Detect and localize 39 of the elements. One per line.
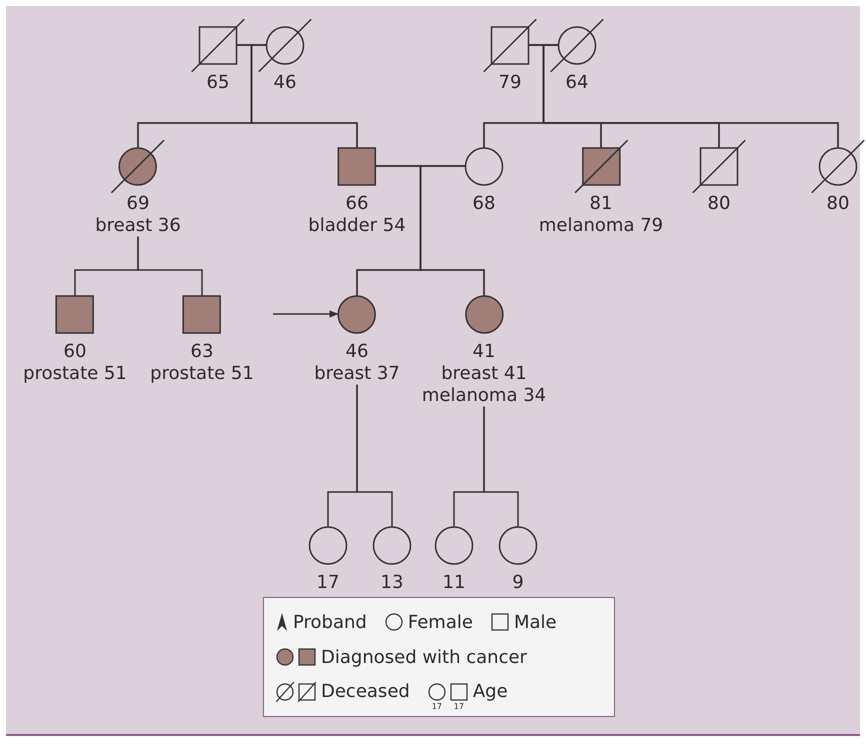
age-example-label: 17: [454, 702, 464, 711]
age-label: 69: [126, 192, 150, 214]
pedigree-line: [420, 165, 485, 296]
age-label: 17: [316, 572, 340, 594]
age-label: 41: [472, 340, 496, 362]
age-example-label: 17: [432, 702, 442, 711]
diagnosis-label: bladder 54: [308, 214, 406, 236]
age-label: 64: [566, 72, 588, 94]
age-label: 79: [498, 72, 522, 94]
age-label: 80: [708, 192, 730, 214]
age-label: 68: [472, 192, 496, 214]
diagnosis-label: melanoma 79: [538, 214, 664, 236]
age-label: 81: [590, 192, 612, 214]
age-label: 46: [274, 72, 296, 94]
age-label: 63: [190, 340, 214, 362]
age-label: 66: [346, 192, 368, 214]
age-label: 46: [346, 340, 368, 362]
legend-label: Diagnosed with cancer: [321, 646, 527, 668]
age-label: 65: [206, 72, 230, 94]
age-label: 13: [380, 572, 404, 594]
pedigree-line: [483, 406, 519, 526]
proband-arrow: [273, 310, 338, 318]
legend-label: Deceased: [321, 681, 410, 702]
legend-label: Male: [514, 612, 557, 633]
age-label: 9: [512, 572, 524, 594]
diagnosis-label: prostate 51: [23, 362, 127, 384]
diagnosis-label: breast 41: [441, 362, 527, 384]
legend-label: Age: [472, 681, 508, 702]
legend-label: Female: [408, 612, 473, 633]
diagnosis-label: breast 36: [95, 214, 181, 236]
diagnosis-label: melanoma 34: [422, 384, 546, 406]
age-label: 60: [64, 340, 86, 362]
legend-label: Proband: [293, 612, 367, 633]
pedigree-line: [356, 384, 393, 526]
diagnosis-label: breast 37: [314, 362, 400, 384]
age-label: 11: [442, 572, 466, 594]
age-label: 80: [826, 192, 850, 214]
pedigree-line: [137, 236, 203, 296]
diagnosis-label: prostate 51: [150, 362, 254, 384]
